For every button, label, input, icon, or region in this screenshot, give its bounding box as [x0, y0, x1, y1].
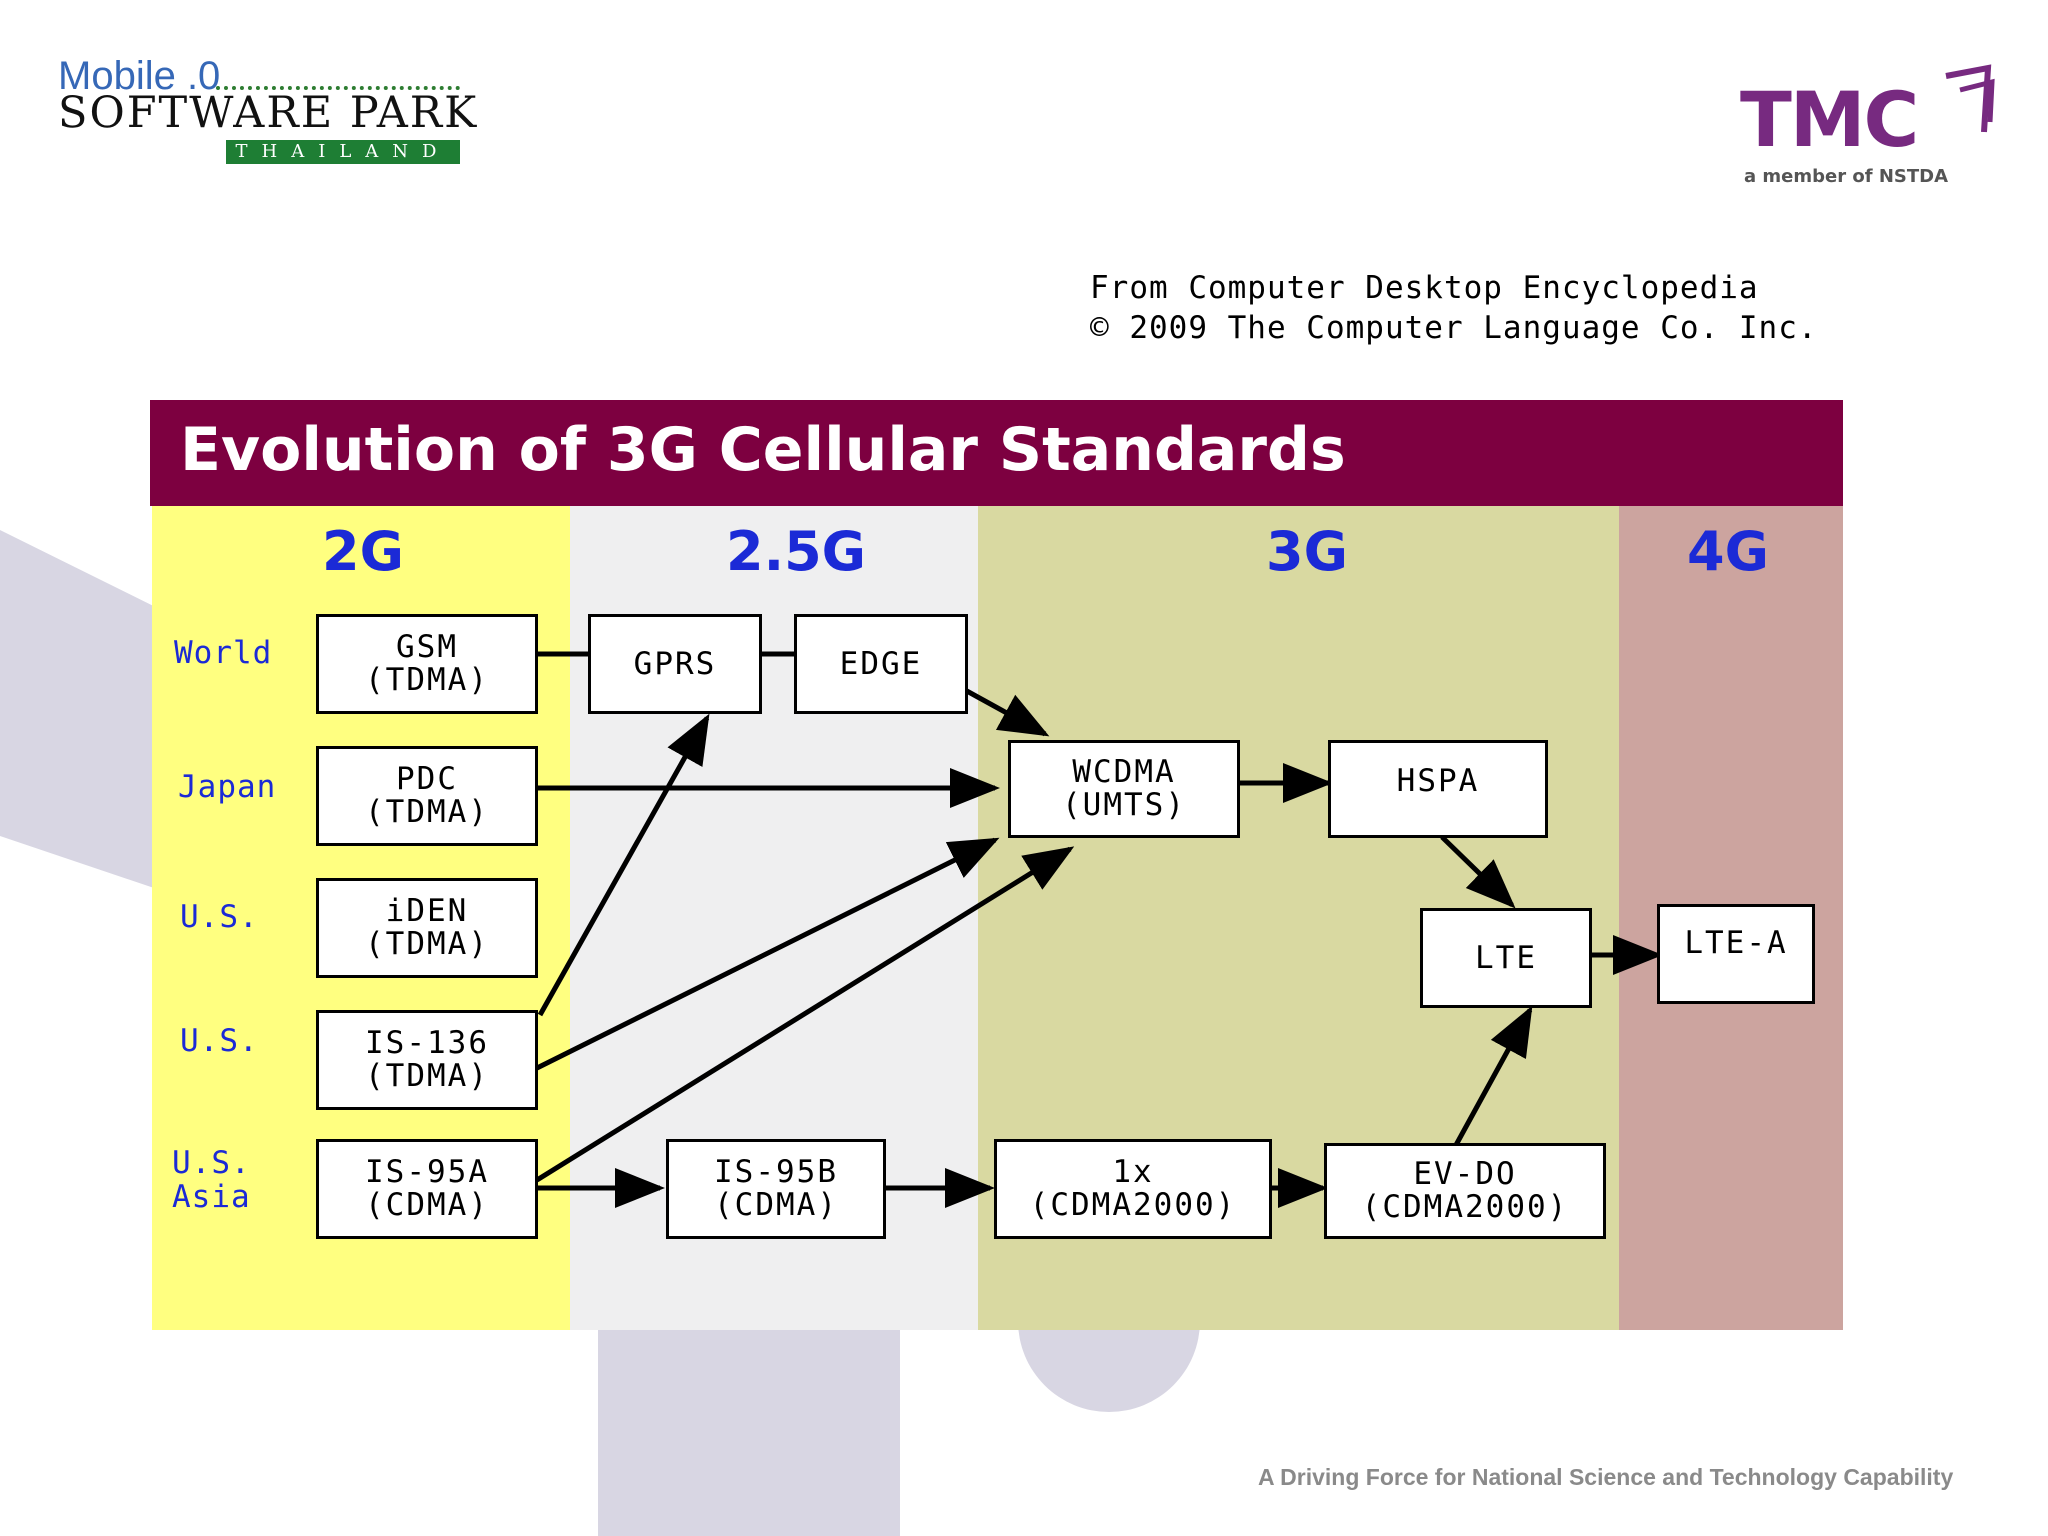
diagram-title: Evolution of 3G Cellular Standards [150, 400, 1843, 506]
node-evdo-line1: EV-DO [1413, 1156, 1517, 1193]
region-label-world: World [174, 635, 273, 671]
tmc-logo-subtext: a member of NSTDA [1744, 166, 1949, 187]
logo-title: SOFTWARE PARK [58, 88, 479, 138]
node-hspa-label: HSPA [1396, 763, 1480, 799]
tmc-logo: TMC a member of NSTDA [1740, 62, 2010, 192]
footer-tagline: A Driving Force for National Science and… [1258, 1464, 1954, 1490]
node-gprs: GPRS [588, 614, 762, 714]
node-pdc-line2: (TDMA) [365, 794, 489, 830]
generation-label-2g: 2G [322, 520, 404, 583]
logo-dotted-rule [216, 86, 460, 90]
node-edge: EDGE [794, 614, 968, 714]
node-is95a: IS-95A (CDMA) [316, 1139, 538, 1239]
region-label-us: U.S. [180, 899, 259, 935]
node-wcdma-line1: WCDMA [1072, 754, 1176, 791]
node-1x-line2: (CDMA2000) [1029, 1187, 1237, 1223]
region-label-us-asia: U.S. Asia [172, 1146, 251, 1214]
node-gsm-line1: GSM [396, 629, 458, 666]
arrow-is95a-wcdma [535, 846, 1075, 1183]
arrow-is136-gprs [537, 713, 710, 1017]
node-wcdma: WCDMA (UMTS) [1008, 740, 1240, 838]
node-evdo: EV-DO (CDMA2000) [1324, 1143, 1606, 1239]
arrow-evdo-lte [1453, 1005, 1533, 1147]
logo-thailand-bar: THAILAND [226, 140, 460, 164]
node-is95b-line1: IS-95B [714, 1154, 838, 1191]
node-lte-a-label: LTE-A [1684, 925, 1788, 961]
node-1x-line1: 1x [1112, 1154, 1154, 1191]
node-1x: 1x (CDMA2000) [994, 1139, 1272, 1239]
node-is95b-line2: (CDMA) [714, 1187, 838, 1223]
node-is136-line1: IS-136 [365, 1025, 489, 1062]
node-gsm-line2: (TDMA) [365, 662, 489, 698]
tmc-logo-text: TMC [1740, 75, 1919, 164]
arrow-hspa-lte [1440, 835, 1516, 909]
node-pdc: PDC (TDMA) [316, 746, 538, 846]
region-label-us-2: U.S. [180, 1023, 259, 1059]
node-is136-line2: (TDMA) [365, 1058, 489, 1094]
node-lte-a: LTE-A [1657, 904, 1815, 1004]
region-label-us-asia-line2: Asia [172, 1179, 251, 1216]
region-label-japan: Japan [178, 769, 277, 805]
node-is95a-line1: IS-95A [365, 1154, 489, 1191]
tmc-logo-swoosh-icon [1945, 64, 1995, 133]
region-label-us-asia-line1: U.S. [172, 1145, 251, 1181]
node-edge-label: EDGE [839, 645, 923, 682]
mobile-overlay-text: Mobile .0 [58, 54, 221, 98]
arrow-is136-wcdma [535, 837, 1000, 1071]
node-lte: LTE [1420, 908, 1592, 1008]
source-line-2: © 2009 The Computer Language Co. Inc. [1090, 310, 1818, 346]
node-iden: iDEN (TDMA) [316, 878, 538, 978]
node-gsm: GSM (TDMA) [316, 614, 538, 714]
decor-bottom-column [598, 1300, 900, 1536]
software-park-logo: SOFTWARE PARK THAILAND [58, 60, 476, 170]
generation-label-2-5g: 2.5G [726, 520, 866, 583]
generation-label-3g: 3G [1266, 520, 1348, 583]
node-is136: IS-136 (TDMA) [316, 1010, 538, 1110]
generation-label-4g: 4G [1687, 520, 1769, 583]
node-evdo-line2: (CDMA2000) [1361, 1189, 1569, 1225]
node-hspa: HSPA [1328, 740, 1548, 838]
node-wcdma-line2: (UMTS) [1062, 787, 1186, 823]
node-pdc-line1: PDC [396, 761, 458, 798]
node-lte-label: LTE [1475, 939, 1537, 976]
node-iden-line2: (TDMA) [365, 926, 489, 962]
source-line-1: From Computer Desktop Encyclopedia [1090, 270, 1759, 306]
arrow-edge-wcdma [963, 687, 1050, 737]
node-is95a-line2: (CDMA) [365, 1187, 489, 1223]
node-iden-line1: iDEN [385, 893, 469, 930]
node-gprs-label: GPRS [633, 645, 717, 682]
node-is95b: IS-95B (CDMA) [666, 1139, 886, 1239]
